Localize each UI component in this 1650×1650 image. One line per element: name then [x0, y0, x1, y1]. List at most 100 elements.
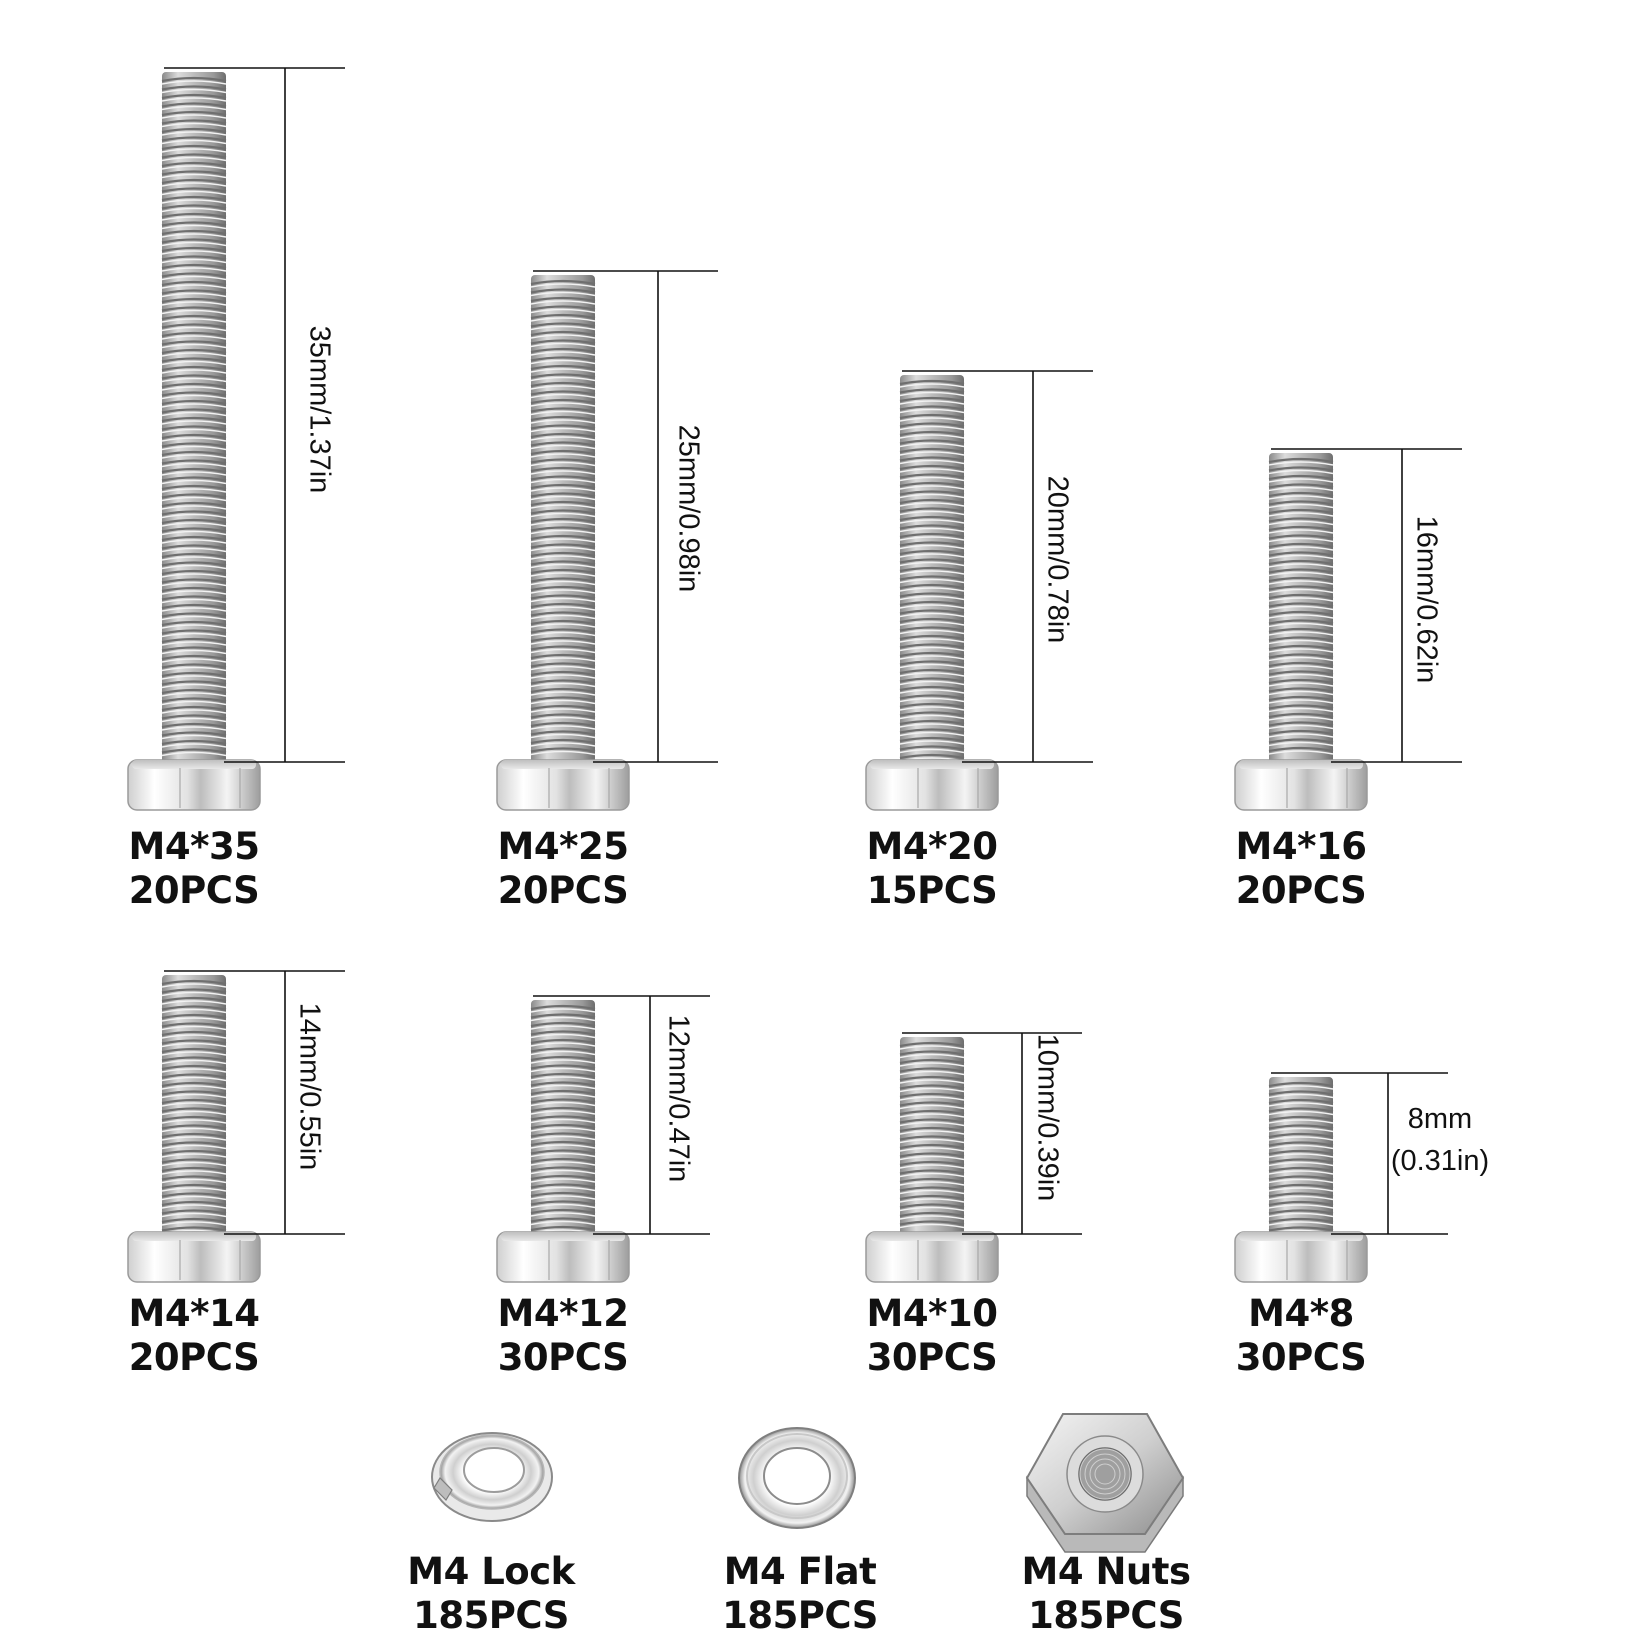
thread-line [161, 297, 227, 304]
bolt [496, 995, 710, 1283]
thread-highlight [161, 624, 227, 629]
bolt-quantity: 30PCS [866, 1336, 998, 1379]
thread-line [530, 687, 596, 694]
thread-highlight [161, 411, 227, 417]
dimension-lines [533, 995, 710, 1235]
thread-highlight [899, 714, 965, 720]
thread-highlight [1268, 682, 1334, 687]
thread-line [899, 558, 965, 564]
thread-highlight [530, 1101, 596, 1107]
thread-highlight [161, 139, 227, 145]
thread-highlight [161, 224, 227, 230]
thread-line [1268, 678, 1334, 685]
thread-line [899, 1203, 965, 1209]
thread-highlight [899, 1079, 965, 1084]
thread-highlight [1268, 639, 1334, 645]
thread-highlight [1268, 724, 1334, 730]
thread-line [1268, 593, 1334, 600]
thread-highlight [161, 207, 227, 213]
thread-line [1268, 602, 1334, 608]
thread-highlight [899, 451, 965, 456]
thread-highlight [530, 538, 596, 543]
thread-highlight [161, 1093, 227, 1099]
thread-highlight [530, 750, 596, 756]
thread-highlight [161, 692, 227, 697]
thread-highlight [899, 706, 965, 711]
thread-highlight [161, 1136, 227, 1141]
thread-line [530, 585, 596, 592]
thread-line [530, 1132, 596, 1138]
thread-highlight [899, 561, 965, 567]
thread-highlight [161, 97, 227, 102]
thread-line [530, 500, 596, 507]
thread-line [530, 747, 596, 753]
thread-highlight [530, 1186, 596, 1192]
thread-highlight [530, 334, 596, 339]
thread-highlight [161, 199, 227, 204]
thread-highlight [899, 1198, 965, 1203]
thread-line [161, 238, 227, 244]
thread-line [530, 738, 596, 745]
thread-highlight [1268, 529, 1334, 534]
thread-highlight [161, 1068, 227, 1073]
thread-line [899, 677, 965, 683]
thread-highlight [899, 663, 965, 669]
thread-highlight [161, 165, 227, 170]
thread-line [530, 1157, 596, 1164]
thread-line [161, 136, 227, 142]
thread-highlight [899, 672, 965, 677]
thread-highlight [1268, 1144, 1334, 1150]
thread-highlight [161, 377, 227, 383]
thread-highlight [530, 742, 596, 747]
thread-line [161, 569, 227, 576]
thread-line [1268, 1107, 1334, 1113]
thread-highlight [530, 376, 596, 382]
thread-line [530, 1081, 596, 1087]
thread-line [161, 680, 227, 686]
thread-highlight [530, 733, 596, 739]
lock-washer [431, 1432, 553, 1522]
accessory-label: M4 Nuts 185PCS [1006, 1550, 1206, 1638]
thread-line [1268, 1217, 1334, 1224]
thread-highlight [899, 434, 965, 439]
thread-highlight [1268, 1195, 1334, 1201]
thread-line [899, 1101, 965, 1107]
thread-highlight [161, 216, 227, 221]
thread-line [1268, 559, 1334, 566]
thread-line [530, 356, 596, 362]
thread-highlight [899, 1164, 965, 1169]
thread-line [1268, 721, 1334, 727]
thread-highlight [1268, 733, 1334, 738]
thread-line [1268, 542, 1334, 549]
thread-highlight [530, 444, 596, 450]
thread-line [1268, 670, 1334, 676]
thread-highlight [161, 513, 227, 519]
hex-nut-thread [1094, 1463, 1116, 1485]
thread-highlight [899, 1206, 965, 1212]
thread-highlight [161, 369, 227, 374]
thread-line [1268, 1158, 1334, 1164]
thread-line [530, 509, 596, 515]
thread-line [1268, 517, 1334, 523]
thread-highlight [1268, 673, 1334, 679]
thread-highlight [530, 504, 596, 509]
thread-line [1268, 1090, 1334, 1096]
thread-line [161, 1166, 227, 1173]
thread-line [161, 501, 227, 508]
thread-line [899, 439, 965, 445]
thread-line [530, 483, 596, 490]
thread-highlight [161, 1085, 227, 1090]
thread-highlight [1268, 563, 1334, 568]
thread-line [899, 379, 965, 386]
bolt [865, 1032, 1082, 1283]
bolt-dimension: 20mm/0.78in [1041, 475, 1074, 644]
thread-highlight [1268, 503, 1334, 509]
thread-highlight [530, 1178, 596, 1183]
thread-highlight [899, 1181, 965, 1186]
thread-highlight [1268, 520, 1334, 526]
thread-highlight [161, 1178, 227, 1184]
thread-line [161, 535, 227, 542]
thread-highlight [161, 598, 227, 604]
thread-highlight [161, 505, 227, 510]
thread-highlight [161, 360, 227, 366]
